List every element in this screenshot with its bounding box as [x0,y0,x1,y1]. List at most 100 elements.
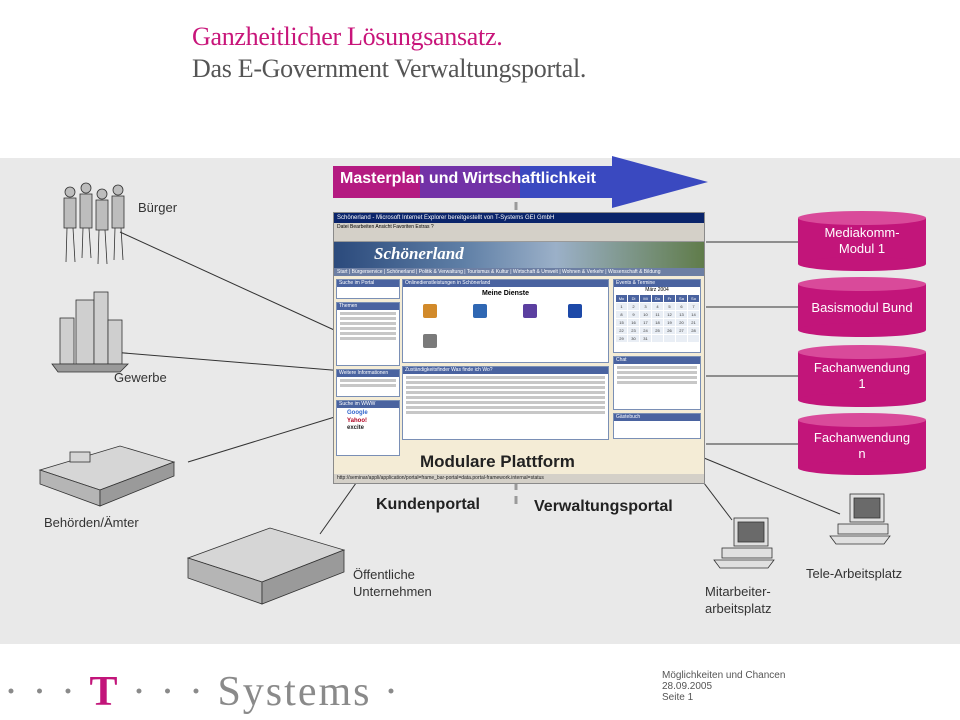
calendar-day[interactable]: 20 [676,319,687,326]
calendar-day[interactable]: 1 [616,303,627,310]
masterplan-label: Masterplan und Wirtschaftlichkeit [340,170,596,187]
calendar-day[interactable]: Mo [616,295,627,302]
calendar-day[interactable]: 15 [616,319,627,326]
calendar-day[interactable]: 21 [688,319,699,326]
calendar-day [652,335,663,342]
abfall-icon[interactable] [423,304,437,318]
calendar-day[interactable]: Fr [664,295,675,302]
portal-banner: Schönerland [334,242,704,268]
module-basismodul-line1: Basismodul Bund [811,300,913,315]
footer-line1: Möglichkeiten und Chancen [662,670,786,681]
calendar-day[interactable]: 12 [664,311,675,318]
calendar-day[interactable]: 5 [664,303,675,310]
mitarbeiter-label: Mitarbeiter- arbeitsplatz [705,583,771,617]
calendar-day[interactable]: 2 [628,303,639,310]
module-fachanwendung-n-line1: Fachanwendung [813,430,911,445]
module-fachanwendung-n: Fachanwendung n [798,430,926,462]
themen-header: Themen [337,303,399,310]
calendar-day[interactable]: Do [652,295,663,302]
connector-behoerden [187,415,339,463]
module-mediakomm-line1: Mediakomm- [824,225,900,240]
calendar-day[interactable]: 8 [616,311,627,318]
cylinder-basismodul [798,277,926,337]
calendar-day[interactable]: 14 [688,311,699,318]
calendar-day[interactable]: 27 [676,327,687,334]
module-fachanwendung1: Fachanwendung 1 [798,360,926,392]
calendar-day[interactable]: 9 [628,311,639,318]
zustaendigkeit-icon[interactable] [423,334,437,348]
tele-label: Tele-Arbeitsplatz [806,566,903,581]
guestbook-header: Gästebuch [614,414,700,421]
calendar-day[interactable]: 18 [652,319,663,326]
portal-screenshot: Schönerland - Microsoft Internet Explore… [333,212,705,484]
branchen-icon[interactable] [473,304,487,318]
calendar-day[interactable]: 29 [616,335,627,342]
page-subtitle: Das E-Government Verwaltungsportal. [192,54,587,83]
calendar-day[interactable]: 16 [628,319,639,326]
calendar-day[interactable]: Mi [640,295,651,302]
module-mediakomm: Mediakomm- Modul 1 [798,225,926,257]
computer-icon-tele [829,493,891,545]
calendar-day[interactable]: 13 [676,311,687,318]
logo-t: T [89,669,120,715]
calendar-day[interactable]: 30 [628,335,639,342]
connector-gewerbe [111,351,357,373]
gewerbe-label: Gewerbe [114,370,167,385]
calendar-day[interactable]: Di [628,295,639,302]
cylinder-mediakomm [798,211,926,271]
guestbook-box: Gästebuch [613,413,701,439]
portal-navbar: Start | Bürgerservice | Schönerland | Po… [334,268,704,276]
calendar-day [676,335,687,342]
calendar-day[interactable]: 10 [640,311,651,318]
calendar-day[interactable]: 23 [628,327,639,334]
banner-text: Schönerland [374,244,464,263]
connector-buerger [119,231,357,341]
chat-box: Chat [613,356,701,410]
warehouse-icon [186,527,346,605]
calendar-day[interactable]: 4 [652,303,663,310]
calendar-day[interactable]: 17 [640,319,651,326]
module-mediakomm-line2: Modul 1 [838,241,886,256]
zustaendigkeit-box: Zuständigkeitsfinder Was finde ich Wo? [402,366,609,440]
unternehmen-label-line2: Unternehmen [353,584,432,599]
logo-dots-mid: · · · [131,669,205,715]
footer-page: Seite 1 [662,692,694,703]
dienste-box: Onlinedienstleistungen in Schönerland Me… [402,279,609,363]
calendar-day[interactable]: 11 [652,311,663,318]
www-search-box: Suche im WWW Google Yahoo! excite [336,400,400,456]
yahoo-option[interactable]: Yahoo! [347,418,368,424]
plattform-icon[interactable] [568,304,582,318]
module-fachanwendung1-line2: 1 [858,376,866,391]
unternehmen-label: Öffentliche Unternehmen [353,566,432,600]
calendar-day [664,335,675,342]
calendar-day[interactable]: 7 [688,303,699,310]
calendar-day[interactable]: 25 [652,327,663,334]
mapserver-icon[interactable] [523,304,537,318]
calendar-day[interactable]: 24 [640,327,651,334]
calendar-day[interactable]: 26 [664,327,675,334]
module-fachanwendung-n-line2: n [858,446,866,461]
portal-left-column: Suche im Portal Themen Weitere Informati… [336,279,400,469]
buerger-label: Bürger [138,200,178,215]
computer-icon-mitarbeiter [713,517,775,569]
calendar-day[interactable]: 22 [616,327,627,334]
google-option[interactable]: Google [347,410,368,416]
calendar-day[interactable]: 19 [664,319,675,326]
calendar-day[interactable]: 28 [688,327,699,334]
excite-option[interactable]: excite [347,425,365,431]
portal-mid-column: Onlinedienstleistungen in Schönerland Me… [402,279,609,475]
behoerden-label: Behörden/Ämter [44,515,139,530]
calendar-day[interactable]: 31 [640,335,651,342]
calendar-month: März 2004 [645,287,669,293]
calendar-day[interactable]: Sa [676,295,687,302]
module-fachanwendung1-line1: Fachanwendung [813,360,911,375]
calendar-day[interactable]: 3 [640,303,651,310]
calendar-day[interactable]: 6 [676,303,687,310]
cylinder-fachanwendung1 [798,345,926,407]
logo-dot-end: · [383,669,400,715]
footer-info: Möglichkeiten und Chancen 28.09.2005 Sei… [662,670,785,703]
verwaltungsportal-label: Verwaltungsportal [534,498,673,515]
calendar-day[interactable]: So [688,295,699,302]
module-basismodul: Basismodul Bund [798,300,926,316]
